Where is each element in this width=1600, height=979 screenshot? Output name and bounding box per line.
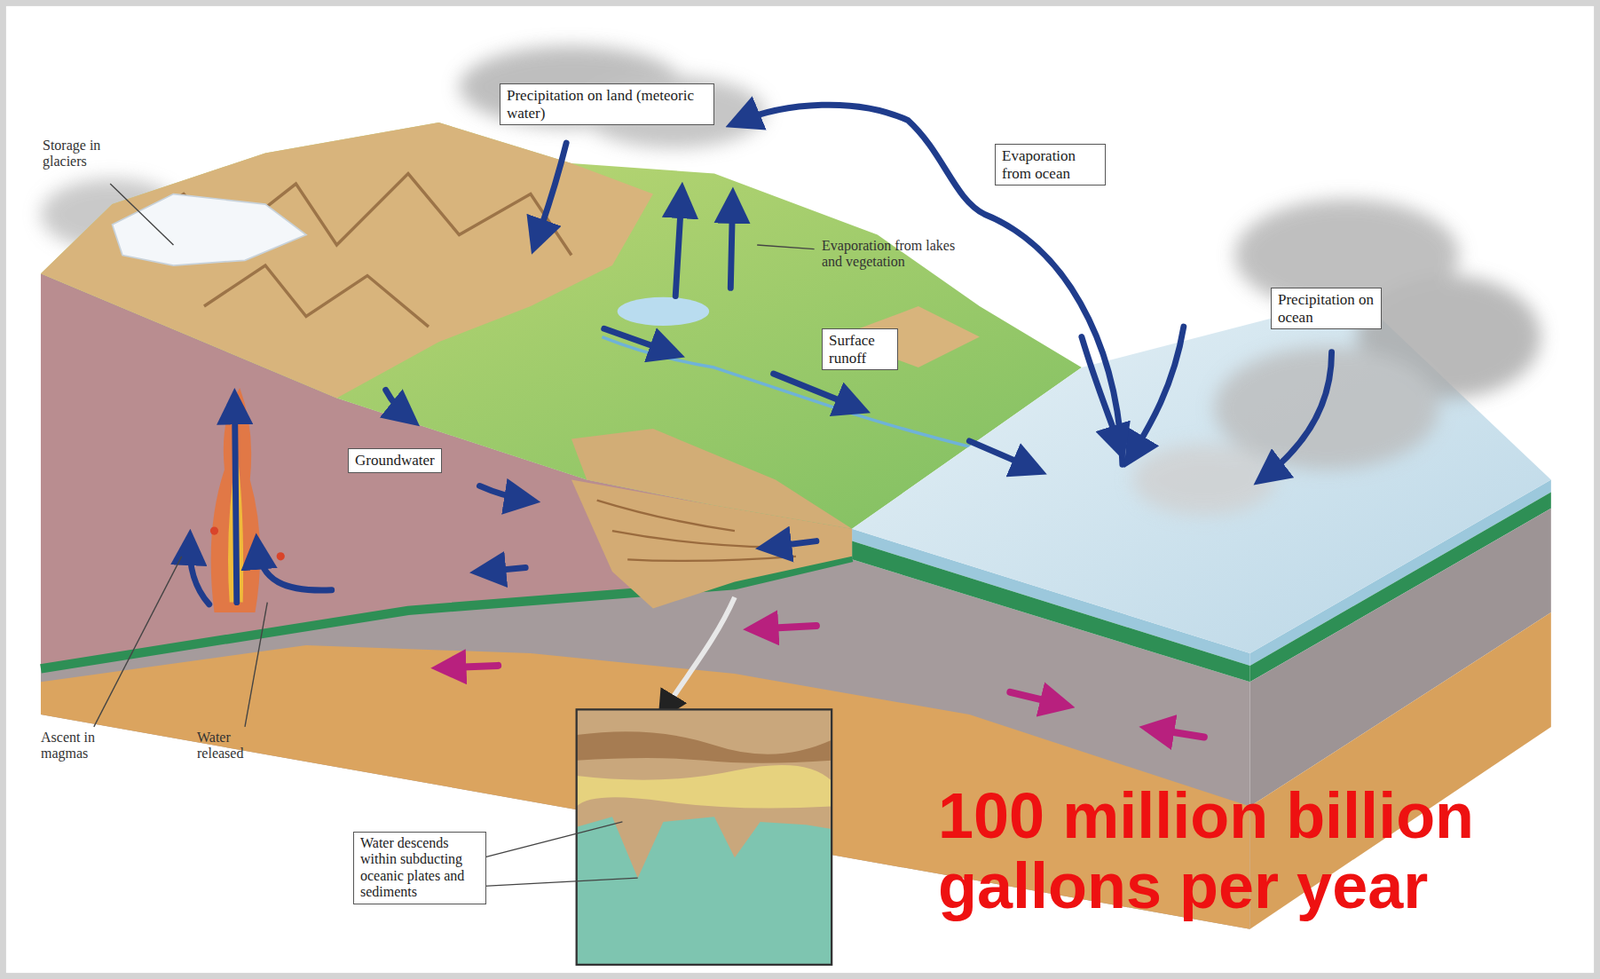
water-arrows [189,104,1333,605]
evaporation-arrow [736,104,1123,465]
mantle-arrow [1009,692,1061,705]
runoff-arrow [969,441,1036,470]
ocean-arrow [1081,337,1121,450]
release-arrow [257,544,332,591]
leader-line [756,244,814,250]
groundwater-arrow [479,485,529,500]
inset-background [576,709,832,965]
leader-line [483,877,639,886]
lake [617,297,710,326]
leader-lines [94,183,815,886]
flux-note: 100 million billion gallons per year [937,780,1591,922]
box-text: Water descends within subducting oceanic… [360,835,480,901]
inset-border [576,709,832,965]
cloud [1213,346,1439,470]
release-arrow [189,541,210,605]
label-box: Precipitation on ocean [1270,287,1382,330]
evaporation-land-arrow [675,194,682,297]
label-box: Groundwater [347,448,442,473]
groundwater-arrow [386,389,411,418]
leader-line [110,183,174,245]
magma-droplet [276,551,285,560]
magma-label: Ascent in magmas [40,729,130,763]
river [601,337,979,450]
leader-line [244,602,268,727]
land-surface [40,122,1082,529]
leader-line [94,556,182,727]
glacier-label: Storage in glaciers [42,137,141,171]
clouds [1132,198,1541,516]
ocean-arrow [1130,326,1184,458]
groundwater-arrow [767,541,817,548]
evaporation-land-arrow [730,198,733,288]
box-text: Precipitation on ocean [1277,291,1375,326]
inset-layer [576,731,832,763]
leader-line [483,821,623,858]
box-text: Groundwater [354,451,435,470]
box-text: Surface runoff [828,331,891,367]
mantle-arrow [444,665,498,668]
label-box: Evaporation from ocean [994,143,1106,186]
magma [211,387,261,613]
box-text: Evaporation from ocean [1001,147,1099,182]
rain-ocean-arrow [1263,352,1333,478]
mantle-arrow [756,625,817,629]
box-text: Precipitation on land (meteoric water) [506,86,708,122]
inset-pointer [662,597,734,713]
inset-oceanic-plate [576,816,832,965]
groundwater-arrow [481,567,526,572]
mountains [40,122,654,399]
rain-land-arrow [535,142,567,244]
label-box: Precipitation on land (meteoric water) [499,83,715,126]
evaporation-label: Evaporation from lakes and vegetation [821,237,957,271]
runoff-arrow [604,328,674,354]
runoff-arrow [773,373,860,409]
mantle-arrow [1152,728,1204,737]
release-label: Water released [197,729,277,763]
cloud [1132,443,1276,516]
inset-caption-box: Water descends within subducting oceanic… [353,831,487,905]
magma-droplet [210,526,219,535]
inset-layer [576,764,832,809]
coastal-plain [571,428,852,529]
ascent-arrow [234,400,237,603]
label-box: Surface runoff [821,328,899,371]
inset-detail [576,709,832,965]
glacier [111,194,306,267]
